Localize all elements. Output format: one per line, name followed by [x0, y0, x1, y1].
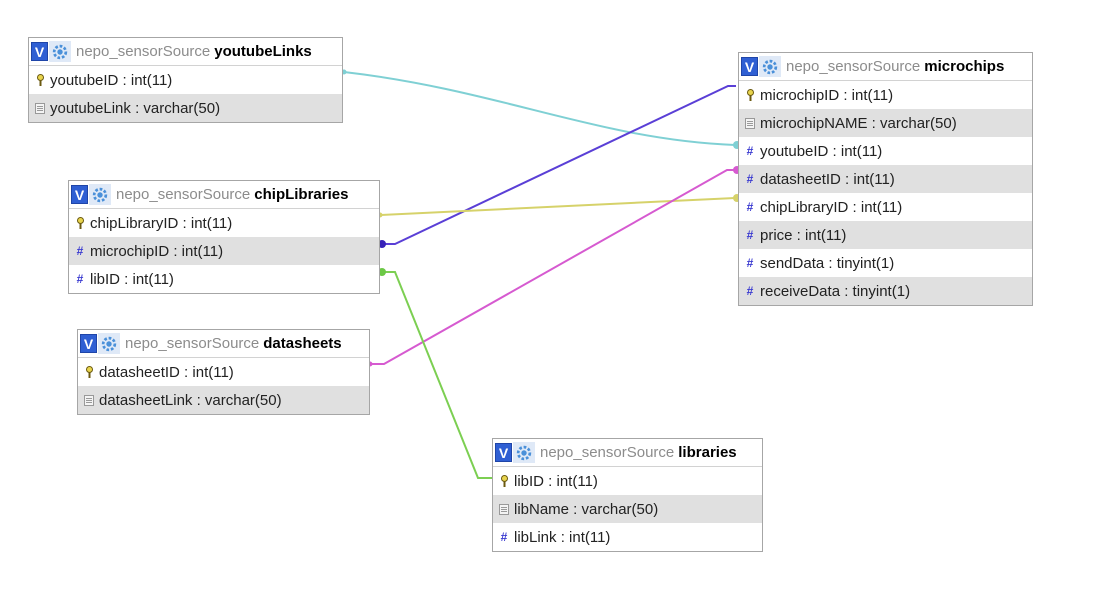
- column-row[interactable]: libID : int(11): [493, 467, 762, 495]
- key-icon: [34, 73, 46, 87]
- column-label: price : int(11): [760, 226, 847, 244]
- toggle-view-button[interactable]: V: [495, 443, 512, 462]
- column-label: datasheetLink : varchar(50): [99, 391, 282, 409]
- column-row[interactable]: microchipID : int(11): [739, 81, 1032, 109]
- key-icon: [83, 365, 95, 379]
- column-row[interactable]: youtubeID : int(11): [29, 66, 342, 94]
- column-row[interactable]: microchipNAME : varchar(50): [739, 109, 1032, 137]
- table-header[interactable]: V nepo_sensorSource libraries: [493, 439, 762, 467]
- key-icon: [744, 88, 756, 102]
- schema-name: nepo_sensorSource: [76, 43, 211, 60]
- toggle-view-button[interactable]: V: [31, 42, 48, 61]
- column-row[interactable]: chipLibraryID : int(11): [69, 209, 379, 237]
- column-label: datasheetID : int(11): [99, 363, 234, 381]
- column-label: chipLibraryID : int(11): [90, 214, 233, 232]
- numeric-icon: #: [76, 244, 84, 258]
- table-header[interactable]: V nepo_sensorSource datasheets: [78, 330, 369, 358]
- column-row[interactable]: # microchipID : int(11): [69, 237, 379, 265]
- text-field-icon: [83, 394, 95, 406]
- toggle-view-button[interactable]: V: [741, 57, 758, 76]
- table-header[interactable]: V nepo_sensorSource youtubeLinks: [29, 38, 342, 66]
- schema-name: nepo_sensorSource: [540, 444, 675, 461]
- column-label: youtubeLink : varchar(50): [50, 99, 221, 117]
- table-header[interactable]: V nepo_sensorSource microchips: [739, 53, 1032, 81]
- table-chipLibraries[interactable]: V nepo_sensorSource chipLibraries chipLi…: [68, 180, 380, 294]
- column-row[interactable]: datasheetLink : varchar(50): [78, 386, 369, 414]
- column-label: microchipID : int(11): [760, 86, 894, 104]
- column-row[interactable]: # youtubeID : int(11): [739, 137, 1032, 165]
- column-label: chipLibraryID : int(11): [760, 198, 903, 216]
- schema-name: nepo_sensorSource: [786, 58, 921, 75]
- column-label: microchipID : int(11): [90, 242, 224, 260]
- column-label: libLink : int(11): [514, 528, 611, 546]
- column-row[interactable]: # price : int(11): [739, 221, 1032, 249]
- toggle-view-button[interactable]: V: [71, 185, 88, 204]
- table-name: libraries: [678, 444, 737, 461]
- column-row[interactable]: # sendData : tinyint(1): [739, 249, 1032, 277]
- column-label: youtubeID : int(11): [760, 142, 883, 160]
- table-youtubeLinks[interactable]: V nepo_sensorSource youtubeLinks youtube…: [28, 37, 343, 123]
- text-field-icon: [498, 503, 510, 515]
- column-label: microchipNAME : varchar(50): [760, 114, 957, 132]
- table-header[interactable]: V nepo_sensorSource chipLibraries: [69, 181, 379, 209]
- column-label: sendData : tinyint(1): [760, 254, 895, 272]
- column-label: libID : int(11): [90, 270, 174, 288]
- column-label: datasheetID : int(11): [760, 170, 895, 188]
- key-icon: [74, 216, 86, 230]
- column-row[interactable]: # chipLibraryID : int(11): [739, 193, 1032, 221]
- table-name: datasheets: [263, 335, 342, 352]
- column-label: libID : int(11): [514, 472, 598, 490]
- column-label: youtubeID : int(11): [50, 71, 173, 89]
- gear-icon[interactable]: [759, 56, 781, 77]
- numeric-icon: #: [746, 284, 754, 298]
- column-row[interactable]: # libID : int(11): [69, 265, 379, 293]
- column-row[interactable]: # datasheetID : int(11): [739, 165, 1032, 193]
- numeric-icon: #: [746, 144, 754, 158]
- table-name: youtubeLinks: [214, 43, 312, 60]
- column-row[interactable]: youtubeLink : varchar(50): [29, 94, 342, 122]
- text-field-icon: [744, 117, 756, 129]
- link-microchip-start-dot: [378, 240, 386, 248]
- schema-name: nepo_sensorSource: [116, 186, 251, 203]
- table-libraries[interactable]: V nepo_sensorSource libraries libID : in…: [492, 438, 763, 552]
- column-row[interactable]: libName : varchar(50): [493, 495, 762, 523]
- text-field-icon: [34, 102, 46, 114]
- numeric-icon: #: [746, 228, 754, 242]
- column-label: receiveData : tinyint(1): [760, 282, 911, 300]
- link-datasheet: [370, 169, 735, 365]
- table-name: chipLibraries: [254, 186, 349, 203]
- column-label: libName : varchar(50): [514, 500, 659, 518]
- link-lib-start-dot: [378, 268, 386, 276]
- column-row[interactable]: # libLink : int(11): [493, 523, 762, 551]
- numeric-icon: #: [746, 172, 754, 186]
- gear-icon[interactable]: [98, 333, 120, 354]
- link-microchip: [382, 85, 736, 245]
- gear-icon[interactable]: [513, 442, 535, 463]
- gear-icon[interactable]: [49, 41, 71, 62]
- numeric-icon: #: [76, 272, 84, 286]
- numeric-icon: #: [746, 200, 754, 214]
- table-name: microchips: [924, 58, 1005, 75]
- gear-icon[interactable]: [89, 184, 111, 205]
- column-row[interactable]: # receiveData : tinyint(1): [739, 277, 1032, 305]
- table-microchips[interactable]: V nepo_sensorSource microchips microchip…: [738, 52, 1033, 306]
- link-lib: [382, 271, 492, 479]
- link-chiplibrary: [379, 197, 736, 216]
- schema-name: nepo_sensorSource: [125, 335, 260, 352]
- table-datasheets[interactable]: V nepo_sensorSource datasheets datasheet…: [77, 329, 370, 415]
- numeric-icon: #: [500, 530, 508, 544]
- numeric-icon: #: [746, 256, 754, 270]
- column-row[interactable]: datasheetID : int(11): [78, 358, 369, 386]
- link-youtube: [343, 71, 736, 146]
- key-icon: [498, 474, 510, 488]
- toggle-view-button[interactable]: V: [80, 334, 97, 353]
